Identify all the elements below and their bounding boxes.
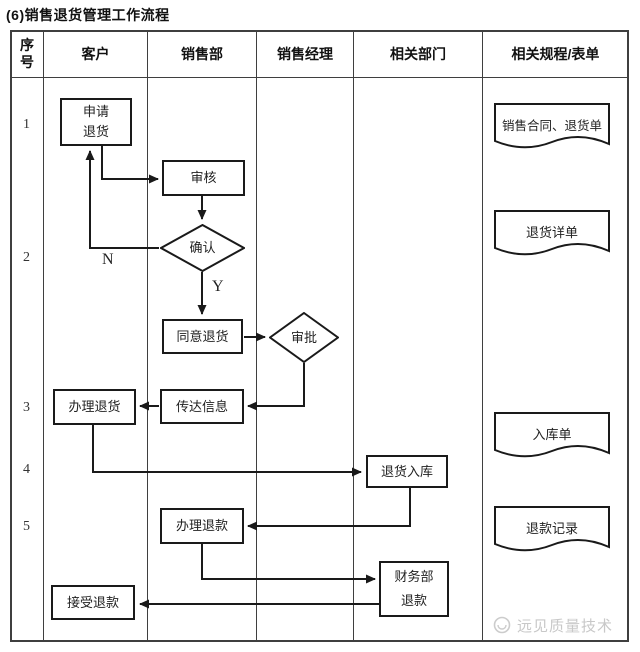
column-header-customer: 客户	[81, 45, 110, 62]
document-shape	[494, 103, 610, 149]
node-convey-info: 传达信息	[160, 389, 244, 424]
document-shape	[494, 210, 610, 256]
node-convey-info-label: 传达信息	[175, 398, 228, 414]
row-number-4: 4	[23, 462, 30, 477]
column-divider	[147, 30, 148, 641]
node-handle-return-label: 办理退货	[68, 399, 121, 414]
node-finance-refund: 财务部 退款	[379, 561, 449, 617]
watermark: 远见质量技术	[492, 612, 628, 638]
document-label: 入库单	[532, 426, 572, 442]
document-shape	[494, 412, 610, 458]
node-finance-refund-label: 财务部 退款	[394, 569, 434, 608]
node-apply-return: 申请 退货	[60, 98, 132, 146]
node-handle-refund: 办理退款	[160, 508, 244, 544]
node-review-label: 审核	[190, 170, 217, 185]
column-header-sales-manager: 销售经理	[277, 45, 333, 62]
node-return-warehouse: 退货入库	[366, 455, 448, 488]
document-refund-record: 退款记录	[494, 506, 610, 558]
branch-label-no: N	[102, 251, 114, 268]
diamond-shape	[269, 312, 339, 363]
node-approve-decision: 审批	[269, 312, 339, 363]
node-agree-return-label: 同意退货	[176, 328, 229, 344]
document-warehouse-receipt: 入库单	[494, 412, 610, 464]
column-divider	[43, 30, 44, 641]
diamond-shape	[160, 224, 245, 272]
row-number-1: 1	[23, 117, 30, 132]
branch-label-yes: Y	[212, 278, 224, 295]
column-divider	[256, 30, 257, 641]
header-divider	[10, 77, 629, 78]
column-divider	[353, 30, 354, 641]
column-header-sales-dept: 销售部	[181, 45, 223, 62]
node-accept-refund-label: 接受退款	[66, 594, 119, 610]
node-return-warehouse-label: 退货入库	[380, 463, 433, 479]
column-divider	[482, 30, 483, 641]
node-review: 审核	[162, 160, 245, 196]
watermark-text: 远见质量技术	[517, 617, 614, 635]
table-border	[10, 30, 629, 642]
node-handle-return: 办理退货	[53, 389, 136, 425]
node-handle-refund-label: 办理退款	[175, 518, 228, 533]
node-agree-return: 同意退货	[162, 319, 243, 354]
document-label: 退货详单	[525, 224, 578, 240]
row-number-3: 3	[23, 400, 30, 415]
node-approve-label: 审批	[290, 329, 317, 345]
row-number-5: 5	[23, 519, 30, 534]
node-accept-refund: 接受退款	[51, 585, 135, 620]
row-number-2: 2	[23, 250, 30, 265]
page-title: (6)销售退货管理工作流程	[6, 7, 170, 23]
column-header-related-dept: 相关部门	[390, 45, 446, 62]
document-shape	[494, 506, 610, 552]
node-confirm-decision: 确认	[160, 224, 245, 272]
watermark-logo-icon	[493, 616, 511, 634]
document-label: 销售合同、退货单	[501, 118, 602, 133]
document-sales-contract-return-form: 销售合同、退货单	[494, 103, 610, 155]
document-label: 退款记录	[525, 520, 578, 536]
column-header-forms: 相关规程/表单	[511, 45, 600, 62]
document-return-detail-list: 退货详单	[494, 210, 610, 262]
node-apply-return-label: 申请 退货	[82, 104, 109, 139]
column-header-seq: 序号	[20, 37, 34, 70]
node-confirm-label: 确认	[189, 240, 216, 255]
